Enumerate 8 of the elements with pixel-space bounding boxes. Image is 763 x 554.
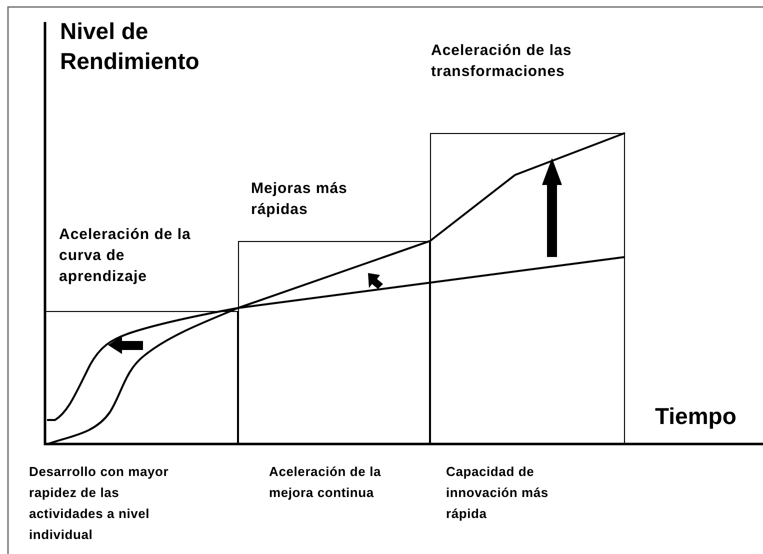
region-heading: Aceleración de la curva de aprendizaje xyxy=(59,225,192,287)
region-caption: Desarrollo con mayor rapidez de las actividades a nivel individual xyxy=(29,463,170,544)
region-caption: Aceleración de la mejora continua xyxy=(269,463,382,502)
region-heading: Mejoras más rápidas xyxy=(251,179,348,220)
region-heading: Aceleración de las transformaciones xyxy=(431,41,573,82)
axis-label: Nivel de Rendimiento xyxy=(60,17,200,76)
axis-label: Tiempo xyxy=(655,402,736,431)
region-caption: Capacidad de innovación más rápida xyxy=(446,463,550,523)
